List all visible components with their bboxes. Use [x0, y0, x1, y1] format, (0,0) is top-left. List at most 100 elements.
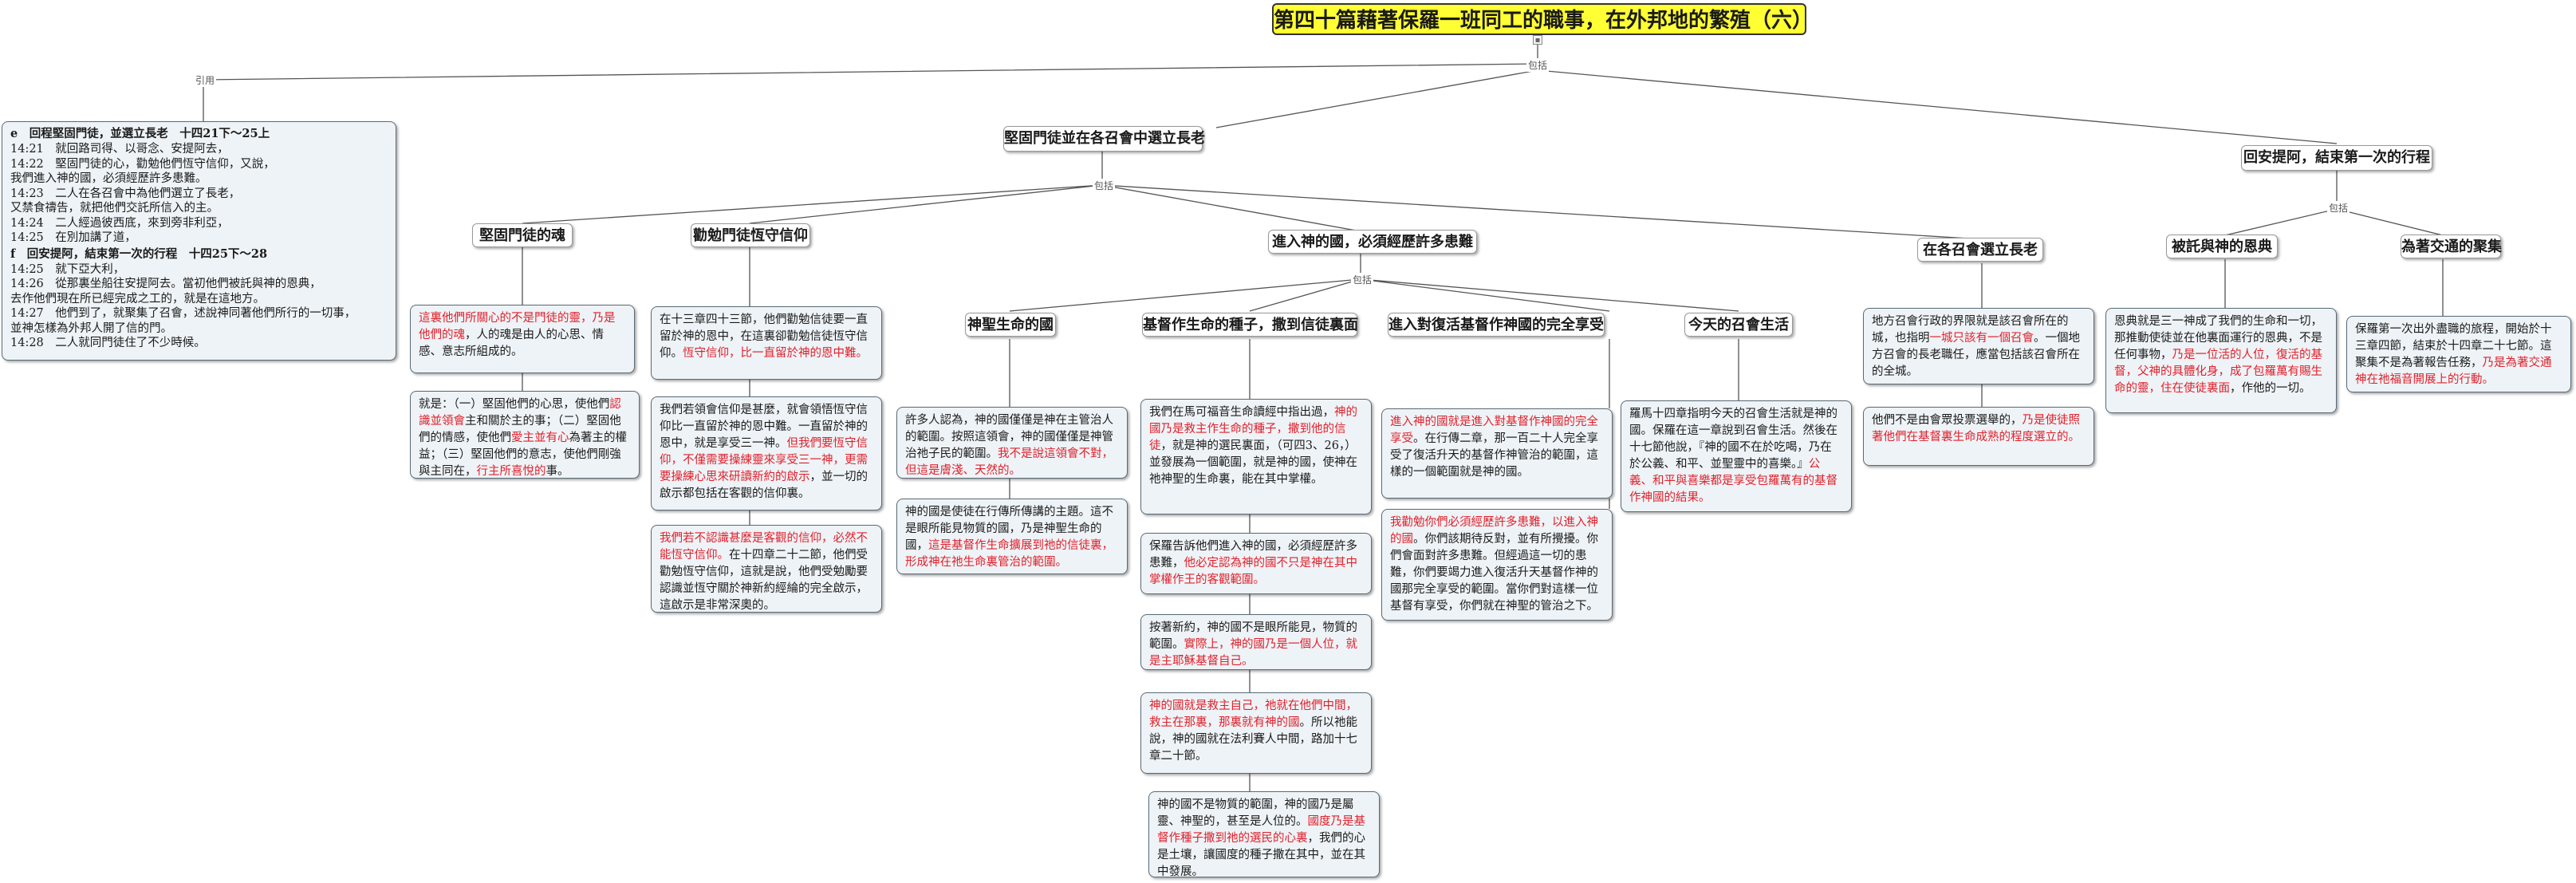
topic-committed-to-grace[interactable]: 被託與神的恩典 [2166, 235, 2278, 258]
note-text: 按著新約，神的國不是眼所能見，物質的範圍。 [1149, 621, 1357, 651]
scripture-line: 14:21 就回路司得、以哥念、安提阿去， [10, 143, 229, 156]
note-first-journey: 保羅第一次出外盡職的旅程，開始於十三章四節，結束於十四章二十七節。這聚集不是為著… [2346, 316, 2571, 392]
note-text: 他必定認為神的國不只是神在其中掌權作王的客觀範圍。 [1149, 557, 1357, 586]
scripture-line: 又禁食禱告，就把他們交託所信入的主。 [10, 202, 219, 215]
scripture-line: 14:28 二人就同門徒住了不少時候。 [10, 337, 206, 349]
note-text: 羅馬十四章指明今天的召會生活就是神的國。保羅在這一章說到召會生活。然後在十七節他… [1629, 408, 1837, 471]
note-elders-appointed: 他們不是由會眾投票選舉的，乃是使徒照著他們在基督裏生命成熟的程度選立的。 [1863, 407, 2094, 466]
topic-appoint-elders[interactable]: 在各召會選立長老 [1917, 238, 2043, 262]
note-text: ，人的魂是由人的心思、情感、意志所組成的。 [419, 329, 604, 358]
note-one-church-one-city: 地方召會行政的界限就是該召會所在的城，也指明一城只該有一個召會。一個地方召會的長… [1863, 308, 2094, 384]
note-many-tribulations: 保羅告訴他們進入神的國，必須經歷許多患難，他必定認為神的國不只是神在其中掌權作王… [1140, 533, 1372, 594]
note-soul-three-parts: 就是：（一）堅固他們的心思，使他們認識並領會主和關於主的事；（二）堅固他們的情感… [410, 391, 640, 479]
note-text: 神的國是使徒在行傳所傳講的主題。這不是眼所能見物質的國，乃是神聖生命的國， [905, 506, 1113, 552]
scripture-line: e 回程堅固門徒，並選立長老 十四21下～25上 [10, 127, 270, 140]
topic-gathering-fellowship[interactable]: 為著交通的聚集 [2401, 235, 2502, 258]
note-text: 行主所喜悅的 [476, 465, 546, 478]
scripture-line: 14:25 在別加講了道， [10, 231, 136, 244]
note-text: 神的國不是物質的範圍，神的國乃是屬靈、神聖的，甚至是人位的。 [1157, 798, 1354, 828]
note-text: 進入神的國就是進入對基督作神國的完全享受 [1390, 416, 1598, 445]
scripture-line: 去作他們現在所已經完成之工的，就是在這地方。 [10, 292, 265, 306]
note-text: 保羅告訴他們進入神的國，必須經歷許多患難， [1149, 540, 1357, 570]
note-text: 一城只該有一個召會 [1929, 332, 2034, 345]
scripture-line: 14:26 從那裏坐船往安提阿去。當初他們被託與神的恩典， [10, 278, 321, 290]
note-text: 在十三章四十三節，他們勸勉信徒要一直留於神的恩中，在這裏卻勸勉信徒恆守信仰。 [660, 313, 868, 360]
note-text: 乃是使徒照著他們在基督裏生命成熟的程度選立的。 [1872, 414, 2080, 443]
note-text: 在十四章二十二節，他們受勸勉恆守信仰，這就是說，他們受勉勵要認識並恆守關於神新約… [660, 549, 868, 612]
note-enter-full-enjoyment: 進入神的國就是進入對基督作神國的完全享受。在行傳二章，那一百二十人完全享受了復活… [1381, 408, 1613, 499]
note-savior-is-kingdom: 神的國就是救主自己，祂就在他們中間，救主在那裏，那裏就有神的國。所以祂能說，神的… [1140, 692, 1372, 774]
edge-label-yinde: 引用 [194, 73, 217, 87]
note-kingdom-shallow-view: 許多人認為，神的國僅僅是神在主管治人的範圍。按照這領會，神的國僅僅是神管治祂子民… [896, 407, 1128, 479]
note-text: 這是基督作生命擴展到祂的信徒裏，形成神在祂生命裏管治的範圍。 [905, 539, 1113, 569]
note-text: 。你們該期待反對，並有所攪擾。你們會面對許多患難。但經過這一切的患難，你們要竭力… [1390, 533, 1598, 613]
note-objective-faith: 我們若不認識甚麼是客觀的信仰，必然不能恆守信仰。在十四章二十二節，他們受勸勉恆守… [651, 525, 882, 613]
expand-marker-icon[interactable]: ▪ [1533, 35, 1542, 45]
note-text: 我們若不認識甚麼是客觀的信仰，必然不能恆守信仰。 [660, 532, 868, 562]
note-text: 。在行傳二章，那一百二十人完全享受了復活升天的基督作神管治的範圍，這樣的一個範圍… [1390, 432, 1598, 479]
note-exhort-tribulations: 我勸勉你們必須經歷許多患難，以進入神的國。你們該期待反對，並有所攪擾。你們會面對… [1381, 509, 1613, 621]
branch-strengthen-disciples[interactable]: 堅固門徒並在各召會中選立長老 [1003, 126, 1205, 152]
note-text: 神的國就是救主自己，祂就在他們中間，救主在那裏，那裏就有神的國 [1149, 700, 1357, 729]
note-text: 他們不是由會眾投票選舉的， [1872, 414, 2023, 427]
topic-strengthen-soul[interactable]: 堅固門徒的魂 [472, 223, 573, 247]
note-text: 地方召會行政的界限就是該召會所在的城，也指明 [1872, 315, 2069, 345]
note-text: 認識並領會 [419, 398, 621, 428]
note-text: 神的國乃是救主作生命的種子，撒到他的信徒 [1149, 406, 1357, 452]
subtopic-full-enjoyment[interactable]: 進入對復活基督作神國的完全享受 [1388, 313, 1605, 337]
note-romans-fourteen: 羅馬十四章指明今天的召會生活就是神的國。保羅在這一章說到召會生活。然後在十七節他… [1621, 400, 1852, 512]
note-text: 我們若領會信仰是甚麼，就會領悟恆守信仰比一直留於神的恩中難。一直留於神的恩中，就… [660, 404, 868, 450]
note-continue-faith-harder: 在十三章四十三節，他們勸勉信徒要一直留於神的恩中，在這裏卻勸勉信徒恆守信仰。恆守… [651, 306, 882, 380]
note-kingdom-spiritual: 神的國不是物質的範圍，神的國乃是屬靈、神聖的，甚至是人位的。國度乃是基督作種子撒… [1148, 791, 1380, 878]
note-kingdom-is-person: 按著新約，神的國不是眼所能見，物質的範圍。實際上，神的國乃是一個人位，就是主耶穌… [1140, 614, 1372, 670]
topic-continue-in-faith[interactable]: 勸勉門徒恆守信仰 [691, 223, 810, 247]
note-text: 。所以祂能說，神的國就在法利賽人中間，路加十七章二十節。 [1149, 716, 1357, 763]
note-text: 我們在馬可福音生命讀經中指出過， [1149, 406, 1334, 419]
note-text: ，作他的一切。 [2230, 382, 2311, 395]
note-text: 為著主的權益；（三）堅固他們的意志，使他們剛強與主同在， [419, 432, 627, 478]
scripture-note: e 回程堅固門徒，並選立長老 十四21下～25上 14:21 就回路司得、以哥念… [2, 121, 396, 361]
note-text: 主和關於主的事；（二）堅固他們的情感，使他們 [419, 415, 621, 444]
edge-label-root-baokuo: 包括 [1526, 58, 1550, 72]
note-text: 但我們要恆守信仰，不僅需要操練靈來享受三一神，更需要操練心思來研讀新約的啟示 [660, 437, 868, 483]
scripture-line: 我們進入神的國，必須經歷許多患難。 [10, 172, 207, 185]
note-text: 事。 [546, 465, 569, 478]
topic-enter-kingdom[interactable]: 進入神的國，必須經歷許多患難 [1268, 230, 1477, 254]
scripture-line: f 回安提阿，結束第一次的行程 十四25下～28 [10, 246, 268, 261]
note-text: 。一個地方召會的長老職任，應當包括該召會所在的全城。 [1872, 332, 2080, 378]
note-text: ，我們的心是土壤，讓國度的種子撒在其中，並在其中發展。 [1157, 832, 1365, 878]
branch-return-antioch[interactable]: 回安提阿，結束第一次的行程 [2241, 145, 2432, 171]
note-text: 國度乃是基督作種子撒到祂的選民的心裏 [1157, 815, 1365, 845]
note-text: 乃是為著交通神在祂福音開展上的行動。 [2355, 357, 2552, 386]
scripture-line: 14:25 就下亞大利， [10, 262, 125, 276]
note-kingdom-theme: 神的國是使徒在行傳所傳講的主題。這不是眼所能見物質的國，乃是神聖生命的國，這是基… [896, 499, 1128, 574]
note-soul-concern: 這裏他們所關心的不是門徒的靈，乃是他們的魂，人的魂是由人的心思、情感、意志所組成… [410, 305, 635, 373]
note-text: 我勸勉你們必須經歷許多患難，以進入神的國 [1390, 516, 1598, 546]
root-title[interactable]: 第四十篇藉著保羅一班同工的職事，在外邦地的繁殖（六） [1272, 3, 1813, 35]
note-savior-as-seed: 我們在馬可福音生命讀經中指出過，神的國乃是救主作生命的種子，撒到他的信徒，就是神… [1140, 399, 1372, 514]
note-text: ，並一切的啟示都包括在客觀的信仰裏。 [660, 471, 868, 500]
scripture-line: 14:24 二人經過彼西底，來到旁非利亞， [10, 216, 229, 230]
scripture-line: 14:22 堅固門徒的心，勸勉他們恆守信仰，又說， [10, 157, 275, 171]
note-text: 就是：（一）堅固他們的心思，使他們 [419, 398, 610, 411]
note-text: 實際上，神的國乃是一個人位，就是主耶穌基督自己。 [1149, 638, 1357, 668]
subtopic-christ-seed[interactable]: 基督作生命的種子，撒到信徒裏面 [1142, 313, 1358, 337]
edge-label-b1-baokuo: 包括 [1093, 179, 1116, 192]
note-text: 我不是說這領會不對，但這是膚淺、天然的。 [905, 447, 1113, 477]
subtopic-church-life[interactable]: 今天的召會生活 [1684, 313, 1793, 337]
edge-label-t3-baokuo: 包括 [1351, 273, 1374, 286]
note-text: 恩典就是三一神成了我們的生命和一切，那推動使徒並在他裏面運行的恩典，不是任何事物… [2114, 315, 2322, 361]
note-text: 愛主並有心 [511, 432, 569, 444]
note-exercise-mind: 我們若領會信仰是甚麼，就會領悟恆守信仰比一直留於神的恩中難。一直留於神的恩中，就… [651, 396, 882, 510]
subtopic-divine-life-kingdom[interactable]: 神聖生命的國 [965, 313, 1056, 337]
note-text: 公義、和平與喜樂都是享受包羅萬有的基督作神國的結果。 [1629, 458, 1837, 504]
note-text: 這裏他們所關心的不是門徒的靈，乃是他們的魂 [419, 312, 616, 341]
edge-label-b2-baokuo: 包括 [2327, 201, 2350, 215]
note-text: 保羅第一次出外盡職的旅程，開始於十三章四節，結束於十四章二十七節。這聚集不是為著… [2355, 323, 2552, 369]
note-grace-person: 恩典就是三一神成了我們的生命和一切，那推動使徒並在他裏面運行的恩典，不是任何事物… [2105, 308, 2337, 413]
scripture-line: 14:23 二人在各召會中為他們選立了長老， [10, 187, 241, 200]
note-text: 恆守信仰，比一直留於神的恩中難。 [683, 347, 868, 360]
scripture-line: 14:27 他們到了，就聚集了召會，述說神同著他們所行的一切事， [10, 307, 356, 320]
note-text: 許多人認為，神的國僅僅是神在主管治人的範圍。按照這領會，神的國僅僅是神管治祂子民… [905, 414, 1113, 460]
note-text: 乃是一位活的人位，復活的基督，父神的具體化身，成了包羅萬有賜生命的靈，住在使徒裏… [2114, 349, 2322, 395]
